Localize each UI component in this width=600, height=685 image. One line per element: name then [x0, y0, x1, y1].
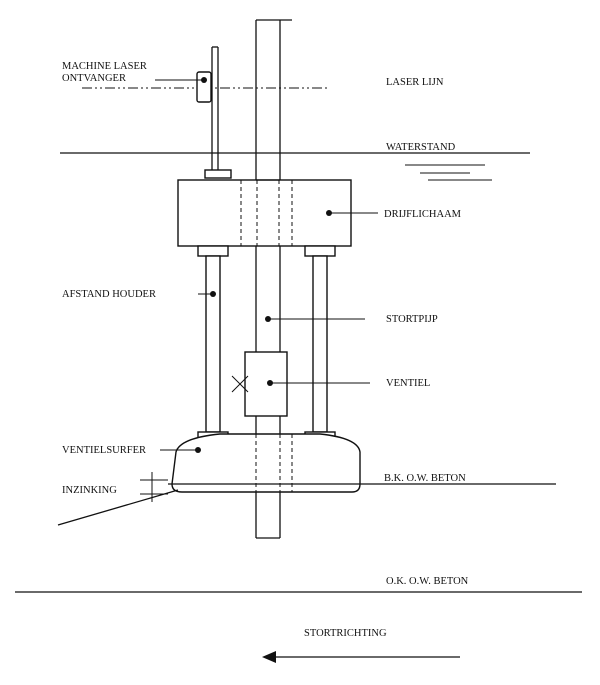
label-ventiel: VENTIEL — [386, 378, 430, 389]
mast-foot — [204, 169, 232, 179]
settlement-slope-line — [57, 489, 179, 526]
valve-body — [244, 351, 288, 417]
left-rod-top-flange — [197, 245, 229, 257]
label-stortpijp: STORTPIJP — [386, 314, 438, 325]
label-machine-laser: MACHINE LASER — [62, 61, 147, 72]
label-laser-lijn: LASER LIJN — [386, 77, 444, 88]
label-drijflichaam: DRIJFLICHAAM — [384, 209, 462, 220]
leader-dot-surfer — [195, 447, 201, 453]
valve-symbol-icon — [231, 375, 249, 393]
float-body — [177, 179, 352, 247]
leader-dot-pipe — [265, 316, 271, 322]
label-bk-ow-beton: B.K. O.W. BETON — [384, 473, 466, 484]
leader-dot-valve — [267, 380, 273, 386]
leader-dot-float — [326, 210, 332, 216]
arrow-left-icon — [262, 651, 276, 663]
label-inzinking: INZINKING — [62, 485, 117, 496]
label-stortrichting: STORTRICHTING — [304, 628, 387, 639]
valve-surfer — [171, 433, 361, 493]
label-ontvanger: ONTVANGER — [62, 73, 126, 84]
label-ventielsurfer: VENTIELSURFER — [62, 445, 146, 456]
right-rod-top-flange — [304, 245, 336, 257]
label-waterstand: WATERSTAND — [386, 142, 456, 153]
right-spacer-rod — [312, 255, 328, 433]
leader-dot-receiver — [201, 77, 207, 83]
label-ok-ow-beton: O.K. O.W. BETON — [386, 576, 469, 587]
label-afstand-houder: AFSTAND HOUDER — [62, 289, 156, 300]
leader-dot-spacer — [210, 291, 216, 297]
left-spacer-rod — [205, 255, 221, 433]
laser-receiver — [196, 71, 212, 103]
